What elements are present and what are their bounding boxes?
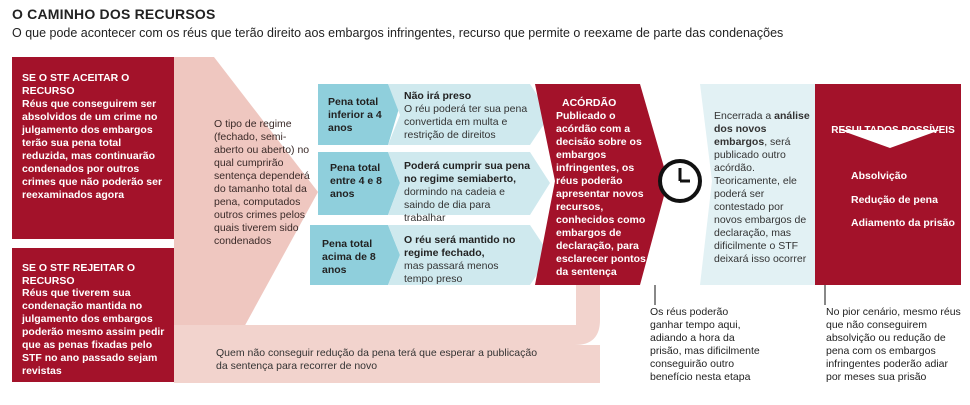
regime-text: O tipo de regime (fechado, semi-aberto o… [214,118,310,247]
pena-1-arrow [388,84,550,145]
pena-1-outcome-body: O réu poderá ter sua pena convertida em … [404,103,528,141]
resultados-triangle [840,130,940,148]
pena-2-label: Pena total entre 4 e 8 anos [330,162,382,200]
pena-1-box [318,84,400,145]
pena-1-outcome-title: Não irá preso [404,90,472,102]
resultados-note: No pior cenário, mesmo réus que não cons… [826,306,961,383]
clock-note: Os réus poderão ganhar tempo aqui, adian… [650,306,760,383]
analise-text: Encerrada a análise dos novos embargos, … [714,110,812,266]
pena-2-outcome-title: Poderá cumprir sua pena no regime semiab… [404,160,531,185]
page-title: O CAMINHO DOS RECURSOS [12,6,216,22]
resultados-bg [815,84,961,285]
box-aceitar-heading: SE O STF ACEITAR O RECURSO [22,72,130,97]
box-rejeitar-heading: SE O STF REJEITAR O RECURSO [22,262,135,287]
pena-3-arrow [388,225,550,285]
pena-3-outcome-title: O réu será mantido no regime fechado, [404,234,516,259]
pena-2-arrow [388,152,550,215]
analise-bold: análise dos novos embargos [714,110,810,148]
resultado-item-absolvicao: Absolvição [851,170,908,182]
pena-3-outcome-body: mas passará menos tempo preso [404,260,499,285]
resultado-item-adiamento: Adiamento da prisão [851,217,955,229]
box-rejeitar-body: Réus que tiverem sua condenação mantida … [22,287,165,377]
pena-2-box [318,152,400,215]
pena-2-outcome-body: dormindo na cadeia e saindo de dia para … [404,186,505,224]
resultados-heading: RESULTADOS POSSÍVEIS [831,125,955,136]
pena-3-box [310,225,400,285]
feedback-arrow [174,255,620,345]
pena-1-label: Pena total inferior a 4 anos [328,96,382,134]
feedback-bar [174,345,600,383]
pena-3-label: Pena total acima de 8 anos [322,238,376,276]
acordao-arrow [535,84,668,285]
regime-funnel [174,57,318,382]
box-aceitar-body: Réus que conseguirem ser absolvidos de u… [22,98,163,201]
box-rejeitar-bg [12,248,174,382]
bottom-note: Quem não conseguir redução da pena terá … [216,347,538,372]
acordao-body: Publicado o acórdão com a decisão sobre … [556,110,646,278]
analise-rest: , será publicado outro acórdão. Teoricam… [714,136,807,265]
analise-arrow [700,84,830,285]
analise-intro: Encerrada a [714,110,772,122]
acordao-heading: ACÓRDÃO [562,97,617,109]
page-subtitle: O que pode acontecer com os réus que ter… [12,26,784,40]
resultado-item-reducao: Redução de pena [851,194,938,206]
box-aceitar-bg [12,57,174,239]
